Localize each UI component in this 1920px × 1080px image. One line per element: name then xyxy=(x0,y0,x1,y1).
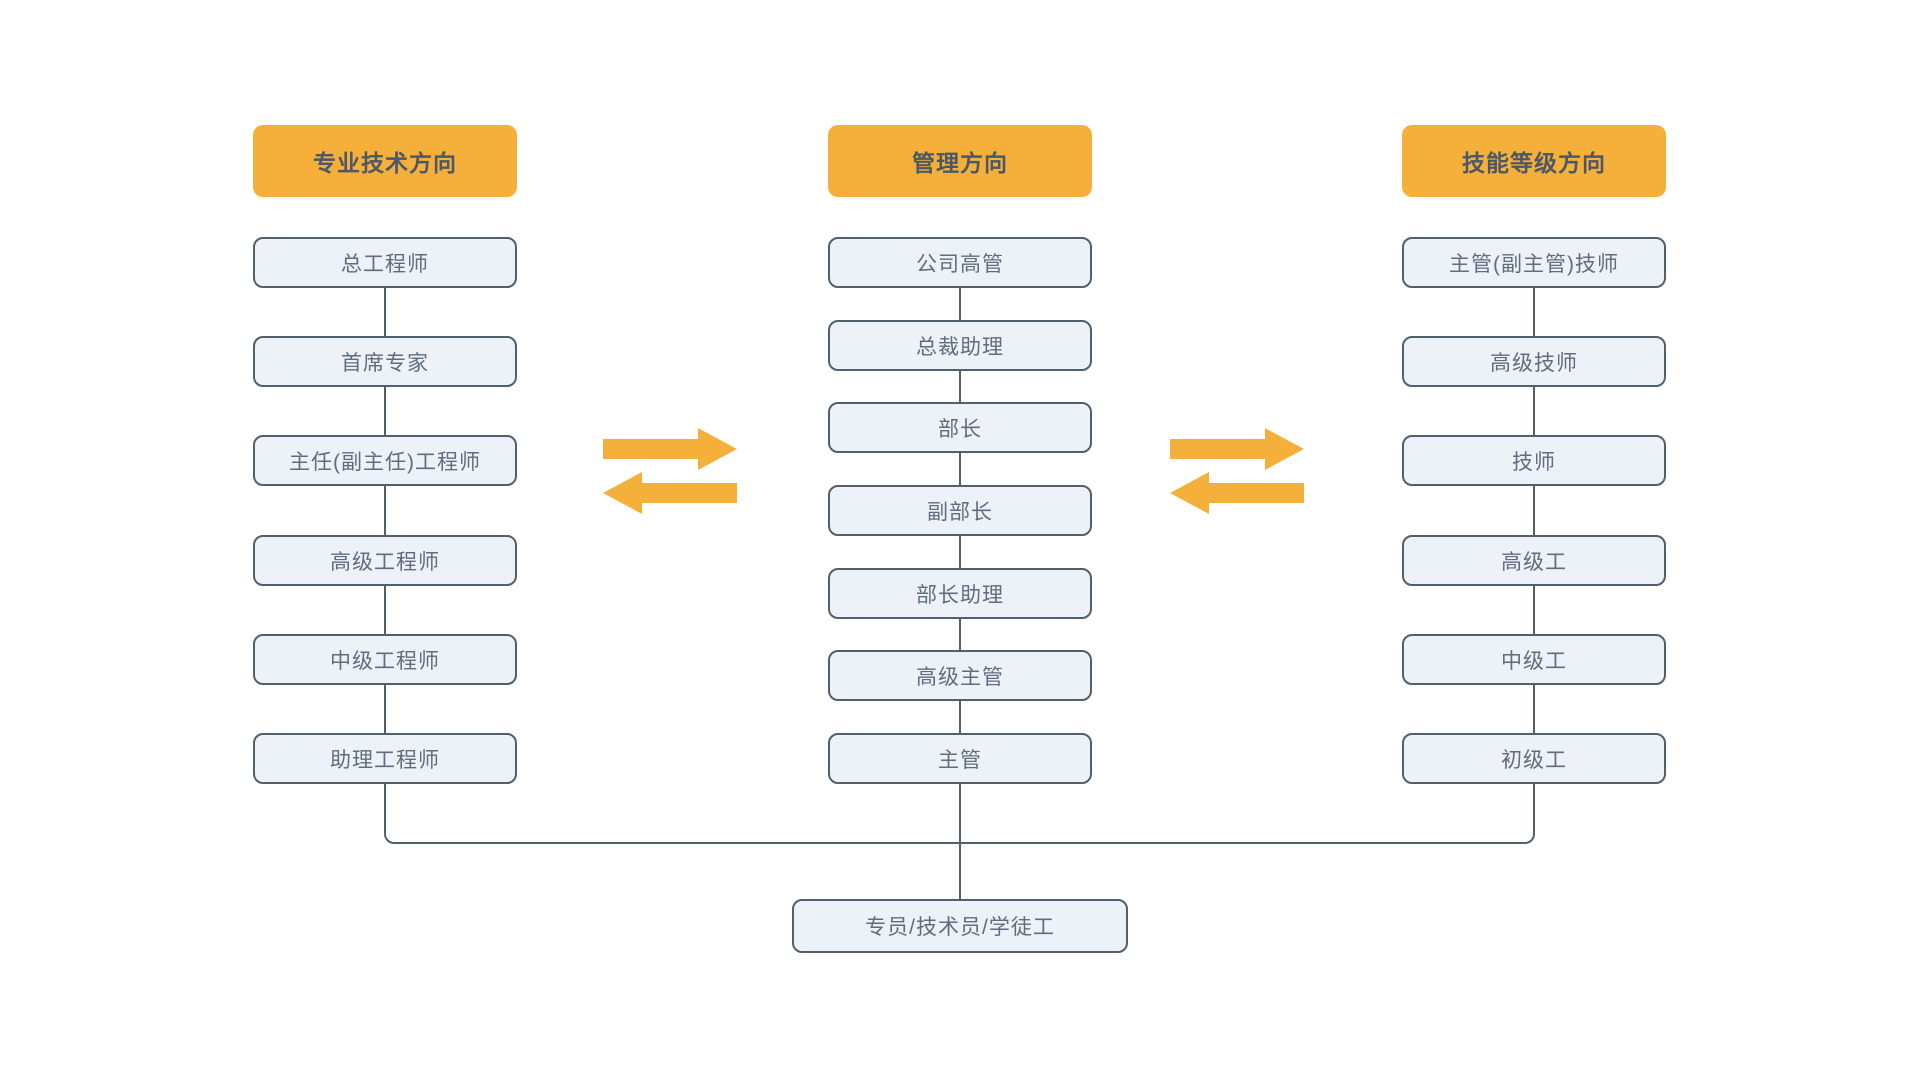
connector-line xyxy=(1533,586,1535,634)
connector-line xyxy=(384,685,386,733)
node-senior-engineer: 高级工程师 xyxy=(253,535,517,586)
node-chief-engineer: 总工程师 xyxy=(253,237,517,288)
node-senior-technician: 高级技师 xyxy=(1402,336,1666,387)
connector-elbow-right xyxy=(959,784,1535,844)
connector-line xyxy=(1533,486,1535,535)
connector-line xyxy=(959,453,961,485)
connector-line xyxy=(959,371,961,402)
column-header-professional: 专业技术方向 xyxy=(253,125,517,197)
node-president-assistant: 总裁助理 xyxy=(828,320,1092,371)
node-senior-worker: 高级工 xyxy=(1402,535,1666,586)
node-department-head-assistant: 部长助理 xyxy=(828,568,1092,619)
column-header-skill-level: 技能等级方向 xyxy=(1402,125,1666,197)
node-company-executive: 公司高管 xyxy=(828,237,1092,288)
connector-line xyxy=(1533,387,1535,435)
connector-line xyxy=(384,486,386,535)
node-supervisor: 主管 xyxy=(828,733,1092,784)
node-department-head: 部长 xyxy=(828,402,1092,453)
swap-arrows-icon xyxy=(603,428,737,514)
connector-line xyxy=(1533,288,1535,336)
node-intermediate-worker: 中级工 xyxy=(1402,634,1666,685)
node-technician: 技师 xyxy=(1402,435,1666,486)
column-header-management: 管理方向 xyxy=(828,125,1092,197)
node-junior-worker: 初级工 xyxy=(1402,733,1666,784)
swap-arrows-icon xyxy=(1170,428,1304,514)
connector-elbow-left xyxy=(384,784,960,844)
node-deputy-department-head: 副部长 xyxy=(828,485,1092,536)
node-intermediate-engineer: 中级工程师 xyxy=(253,634,517,685)
node-assistant-engineer: 助理工程师 xyxy=(253,733,517,784)
connector-line xyxy=(384,586,386,634)
connector-line xyxy=(384,288,386,336)
connector-line xyxy=(959,536,961,568)
node-chief-technician: 主管(副主管)技师 xyxy=(1402,237,1666,288)
connector-line xyxy=(959,701,961,733)
node-chief-expert: 首席专家 xyxy=(253,336,517,387)
node-director-engineer: 主任(副主任)工程师 xyxy=(253,435,517,486)
connector-line xyxy=(1533,685,1535,733)
connector-line xyxy=(959,619,961,650)
connector-line xyxy=(384,387,386,435)
node-senior-supervisor: 高级主管 xyxy=(828,650,1092,701)
node-specialist-apprentice: 专员/技术员/学徒工 xyxy=(792,899,1128,953)
connector-line xyxy=(959,784,961,899)
connector-line xyxy=(959,288,961,320)
